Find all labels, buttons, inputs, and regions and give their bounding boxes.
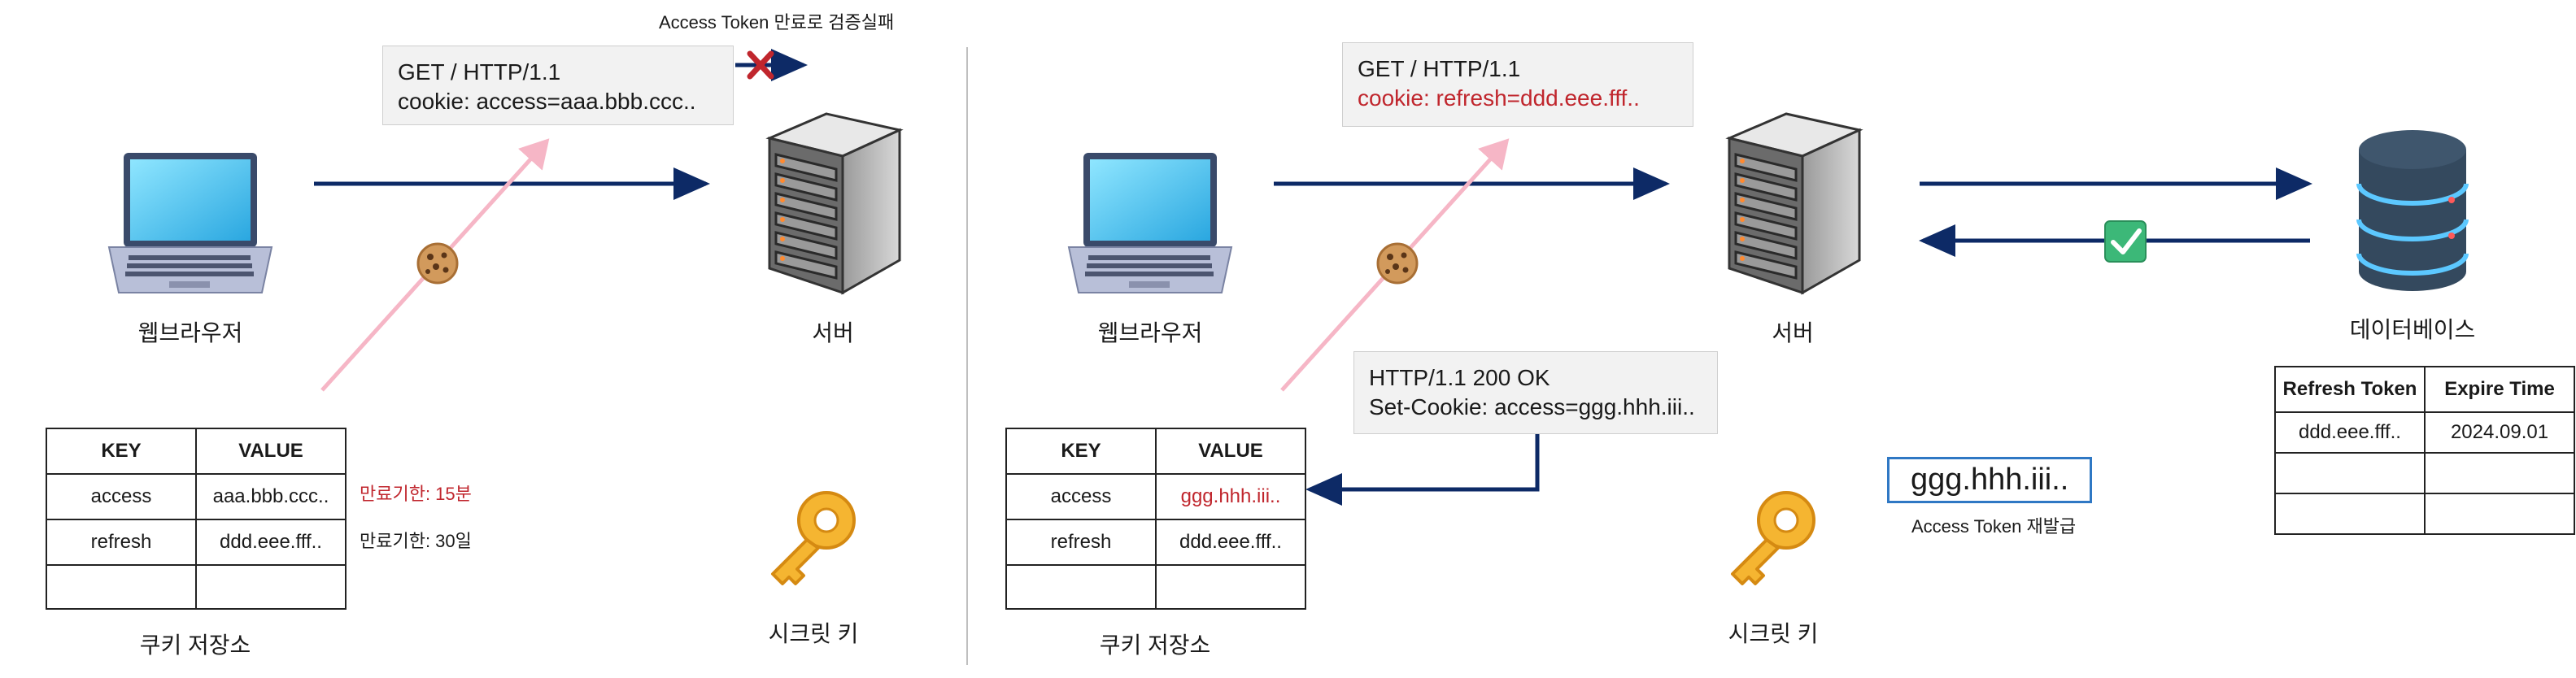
db-table: Refresh Token Expire Time ddd.eee.fff.. …	[2274, 366, 2575, 535]
cookie-icon-right	[1376, 242, 1419, 285]
table-cell	[2274, 493, 2426, 535]
table-cell	[46, 564, 197, 610]
table-header: KEY	[46, 428, 197, 475]
table-cell	[2274, 452, 2426, 494]
panel-divider	[966, 47, 968, 665]
request-line-1: GET / HTTP/1.1	[1358, 56, 1521, 81]
request-line-1: GET / HTTP/1.1	[398, 59, 561, 85]
server-icon-right	[1728, 112, 1861, 294]
table-cell	[1005, 564, 1157, 610]
table-cell: ddd.eee.fff..	[195, 519, 347, 566]
browser-label: 웹브라우저	[137, 320, 243, 346]
table-cell: refresh	[1005, 519, 1157, 566]
cookie-storage-label: 쿠키 저장소	[139, 632, 251, 658]
request-line-2: cookie: refresh=ddd.eee.fff..	[1358, 85, 1640, 111]
request-box: GET / HTTP/1.1 cookie: access=aaa.bbb.cc…	[382, 46, 734, 125]
response-box: HTTP/1.1 200 OK Set-Cookie: access=ggg.h…	[1353, 351, 1718, 434]
table-header: VALUE	[195, 428, 347, 475]
cookie-table-right: KEY VALUE access ggg.hhh.iii.. refresh d…	[1005, 428, 1306, 610]
browser-label-right: 웹브라우저	[1097, 320, 1203, 346]
database-icon	[2356, 130, 2469, 291]
top-note: Access Token 만료로 검증실패	[659, 12, 895, 33]
expire-refresh-note: 만료기한: 30일	[360, 531, 472, 551]
check-icon	[2104, 220, 2147, 263]
table-cell: ddd.eee.fff..	[2274, 411, 2426, 454]
table-cell: ddd.eee.fff..	[1155, 519, 1306, 566]
request-box-right: GET / HTTP/1.1 cookie: refresh=ddd.eee.f…	[1342, 42, 1693, 127]
table-cell: access	[46, 473, 197, 520]
cookie-table: KEY VALUE access aaa.bbb.ccc.. refresh d…	[46, 428, 347, 610]
response-arrow	[1305, 434, 1540, 506]
database-label: 데이터베이스	[2349, 317, 2476, 342]
table-cell: 2024.09.01	[2424, 411, 2575, 454]
table-header: Expire Time	[2424, 366, 2575, 413]
table-cell: ggg.hhh.iii..	[1155, 473, 1306, 520]
table-cell	[2424, 452, 2575, 494]
expire-access-note: 만료기한: 15분	[360, 484, 472, 504]
x-mark-icon	[747, 50, 774, 80]
server-label: 서버	[812, 320, 854, 346]
table-cell: aaa.bbb.ccc..	[195, 473, 347, 520]
server-label-right: 서버	[1772, 320, 1814, 346]
key-icon	[771, 491, 856, 585]
cookie-storage-label-right: 쿠키 저장소	[1099, 632, 1211, 658]
table-header: KEY	[1005, 428, 1157, 475]
cookie-icon	[416, 242, 459, 285]
table-cell: access	[1005, 473, 1157, 520]
key-icon-right	[1731, 491, 1815, 585]
request-line-2: cookie: access=aaa.bbb.ccc..	[398, 89, 696, 114]
laptop-icon-right	[1068, 152, 1232, 293]
response-line-2: Set-Cookie: access=ggg.hhh.iii..	[1369, 394, 1695, 419]
table-header: VALUE	[1155, 428, 1306, 475]
laptop-icon	[108, 152, 272, 293]
table-header: Refresh Token	[2274, 366, 2426, 413]
table-cell: refresh	[46, 519, 197, 566]
secret-key-label: 시크릿 키	[768, 621, 859, 646]
response-line-1: HTTP/1.1 200 OK	[1369, 365, 1550, 390]
secret-key-label-right: 시크릿 키	[1728, 621, 1819, 646]
new-token-box: ggg.hhh.iii..	[1887, 457, 2093, 503]
server-icon	[768, 112, 901, 294]
table-cell	[195, 564, 347, 610]
table-cell	[2424, 493, 2575, 535]
reissue-label: Access Token 재발급	[1911, 516, 2077, 537]
table-cell	[1155, 564, 1306, 610]
